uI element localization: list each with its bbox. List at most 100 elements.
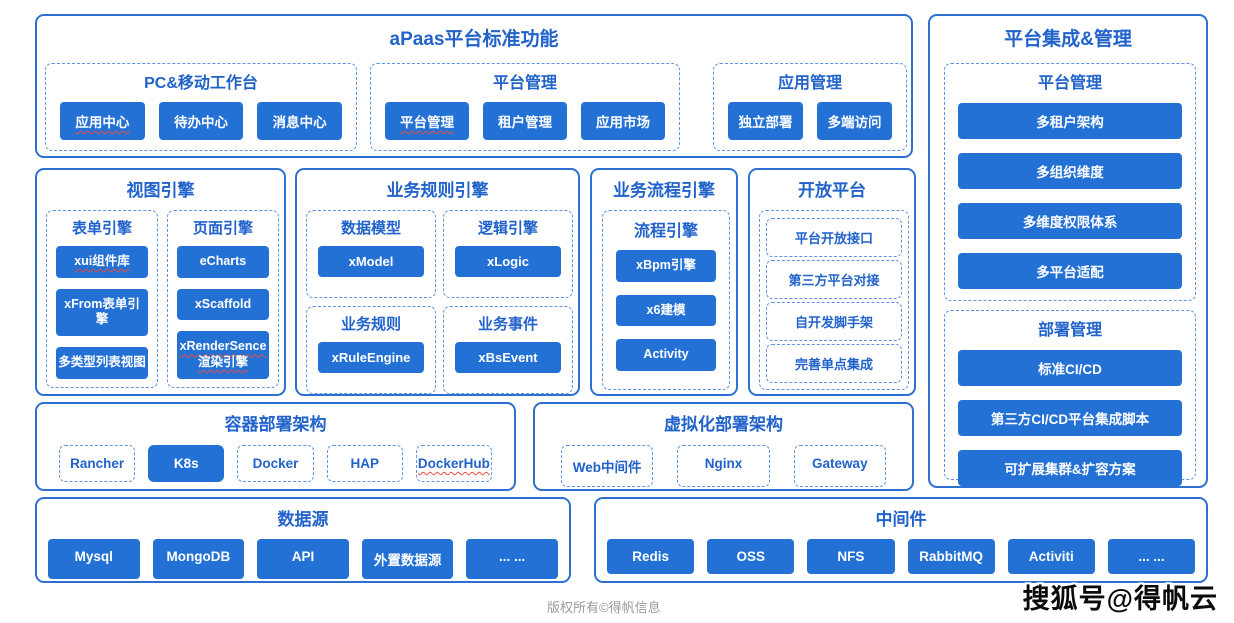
button-row: 平台管理 租户管理 应用市场 [371,93,679,140]
box-scalable-cluster: 可扩展集群&扩容方案 [958,450,1182,486]
group-right-platform-mgmt: 平台管理 多租户架构 多组织维度 多维度权限体系 多平台适配 [944,63,1196,301]
group-title: 流程引擎 [633,223,698,240]
button-column: xBpm引擎 x6建模 Activity [603,241,729,371]
panel-view-engine: 视图引擎 表单引擎 xui组件库 xFrom表单引擎 多类型列表视图 页面引擎 … [35,168,286,396]
group-business-rules: 业务规则 xRuleEngine [306,306,436,394]
box-k8s: K8s [148,445,225,482]
box-thirdparty-integration: 第三方平台对接 [766,260,902,299]
box-middleware-more: ... ... [1107,539,1196,574]
panel-apaas-standard: aPaas平台标准功能 PC&移动工作台 应用中心 待办中心 消息中心 平台管理… [35,14,913,158]
box-nginx: Nginx [677,445,770,487]
box-mongodb: MongoDB [152,539,245,579]
button-column: xui组件库 xFrom表单引擎 多类型列表视图 [47,238,157,379]
box-datasource-more: ... ... [466,539,558,579]
group-title: 平台管理 [492,75,557,92]
box-tenant-mgmt: 租户管理 [483,102,567,140]
sohu-watermark: 搜狐号@得帆云 [1022,584,1218,614]
group-page-engine: 页面引擎 eCharts xScaffold xRenderSence渲染引擎 [167,210,279,388]
group-platform-mgmt: 平台管理 平台管理 租户管理 应用市场 [370,63,680,151]
panel-container-arch: 容器部署架构 Rancher K8s Docker HAP DockerHub [35,402,516,491]
box-gateway: Gateway [793,445,886,487]
box-activity: Activity [616,339,716,371]
box-rabbitmq: RabbitMQ [907,539,995,574]
box-multi-type-list-view: 多类型列表视图 [56,346,148,379]
box-xruleengine: xRuleEngine [318,342,424,373]
box-xfrom-form-engine: xFrom表单引擎 [56,288,148,336]
group-title: 表单引擎 [71,220,132,237]
group-deploy-mgmt: 部署管理 标准CI/CD 第三方CI/CD平台集成脚本 可扩展集群&扩容方案 [944,310,1196,486]
panel-title-process-engine: 业务流程引擎 [613,181,715,200]
box-multi-tenant-arch: 多租户架构 [958,103,1182,139]
group-title: 逻辑引擎 [477,220,538,237]
box-external-datasource: 外置数据源 [361,539,454,579]
panel-middleware: 中间件 Redis OSS NFS RabbitMQ Activiti ... … [594,497,1208,583]
panel-title-apaas: aPaas平台标准功能 [389,29,559,50]
panel-title-open-platform: 开放平台 [798,181,866,200]
panel-datasource: 数据源 Mysql MongoDB API 外置数据源 ... ... [35,497,571,583]
group-form-engine: 表单引擎 xui组件库 xFrom表单引擎 多类型列表视图 [46,210,158,388]
panel-virtual-arch: 虚拟化部署架构 Web中间件 Nginx Gateway [533,402,914,491]
box-xbpm-engine: xBpm引擎 [616,250,716,282]
panel-title-container-arch: 容器部署架构 [224,415,327,434]
group-logic-engine: 逻辑引擎 xLogic [443,210,573,298]
box-xmodel: xModel [318,246,424,277]
group-pc-mobile-workbench: PC&移动工作台 应用中心 待办中心 消息中心 [45,63,357,151]
group-flow-engine: 流程引擎 xBpm引擎 x6建模 Activity [602,210,730,390]
panel-process-engine: 业务流程引擎 流程引擎 xBpm引擎 x6建模 Activity [590,168,738,396]
item-row: Rancher K8s Docker HAP DockerHub [37,435,514,482]
box-multi-org-dimension: 多组织维度 [958,153,1182,189]
box-xbsevent: xBsEvent [455,342,561,373]
box-activiti: Activiti [1007,539,1095,574]
panel-title-datasource: 数据源 [277,510,329,529]
box-xscaffold: xScaffold [177,288,269,321]
panel-open-platform: 开放平台 平台开放接口 第三方平台对接 自开发脚手架 完善单点集成 [748,168,916,396]
button-column: 多租户架构 多组织维度 多维度权限体系 多平台适配 [945,93,1195,289]
box-web-middleware: Web中间件 [561,445,654,487]
box-redis: Redis [607,539,695,574]
box-mysql: Mysql [48,539,140,579]
panel-title-view-engine: 视图引擎 [126,181,195,200]
panel-integration-mgmt: 平台集成&管理 平台管理 多租户架构 多组织维度 多维度权限体系 多平台适配 部… [928,14,1208,488]
box-oss: OSS [707,539,795,574]
box-xui-components: xui组件库 [56,246,148,278]
group-app-mgmt: 应用管理 独立部署 多端访问 [713,63,907,151]
box-message-center: 消息中心 [257,102,343,140]
box-multi-terminal: 多端访问 [817,102,892,140]
group-title: 平台管理 [1037,75,1102,92]
button-row: Redis OSS NFS RabbitMQ Activiti ... ... [596,530,1206,574]
button-row: 应用中心 待办中心 消息中心 [46,93,356,140]
group-title: 页面引擎 [192,220,253,237]
box-platform-mgmt: 平台管理 [385,102,469,140]
group-title: 应用管理 [777,75,842,92]
box-thirdparty-cicd: 第三方CI/CD平台集成脚本 [958,400,1182,436]
box-todo-center: 待办中心 [158,102,244,140]
group-open-platform-items: 平台开放接口 第三方平台对接 自开发脚手架 完善单点集成 [759,210,909,390]
button-row: 独立部署 多端访问 [714,93,906,140]
box-standalone-deploy: 独立部署 [728,102,803,140]
box-app-center: 应用中心 [60,102,145,140]
panel-title-middleware: 中间件 [875,510,927,529]
box-docker: Docker [237,445,314,482]
panel-title-rule-engine: 业务规则引擎 [386,181,489,200]
box-rancher: Rancher [59,445,136,482]
box-dockerhub: DockerHub [415,445,493,482]
box-api: API [257,539,349,579]
box-app-market: 应用市场 [581,102,665,140]
box-x6-modeling: x6建模 [616,294,716,327]
box-echarts: eCharts [177,246,269,278]
box-nfs: NFS [807,539,895,574]
box-xlogic: xLogic [455,246,561,277]
group-title: 业务规则 [340,316,401,333]
box-sso-integration: 完善单点集成 [766,344,902,383]
box-self-dev-scaffold: 自开发脚手架 [766,302,902,341]
box-multi-dim-permission: 多维度权限体系 [958,203,1182,239]
group-business-events: 业务事件 xBsEvent [443,306,573,394]
button-row: Mysql MongoDB API 外置数据源 ... ... [37,530,569,579]
box-standard-cicd: 标准CI/CD [958,350,1182,386]
group-title: 部署管理 [1037,322,1102,339]
panel-title-virtual-arch: 虚拟化部署架构 [664,415,783,434]
group-title: 数据模型 [340,220,401,237]
panel-rule-engine: 业务规则引擎 数据模型 xModel 逻辑引擎 xLogic 业务规则 xRul… [295,168,580,396]
group-title: PC&移动工作台 [144,75,258,92]
